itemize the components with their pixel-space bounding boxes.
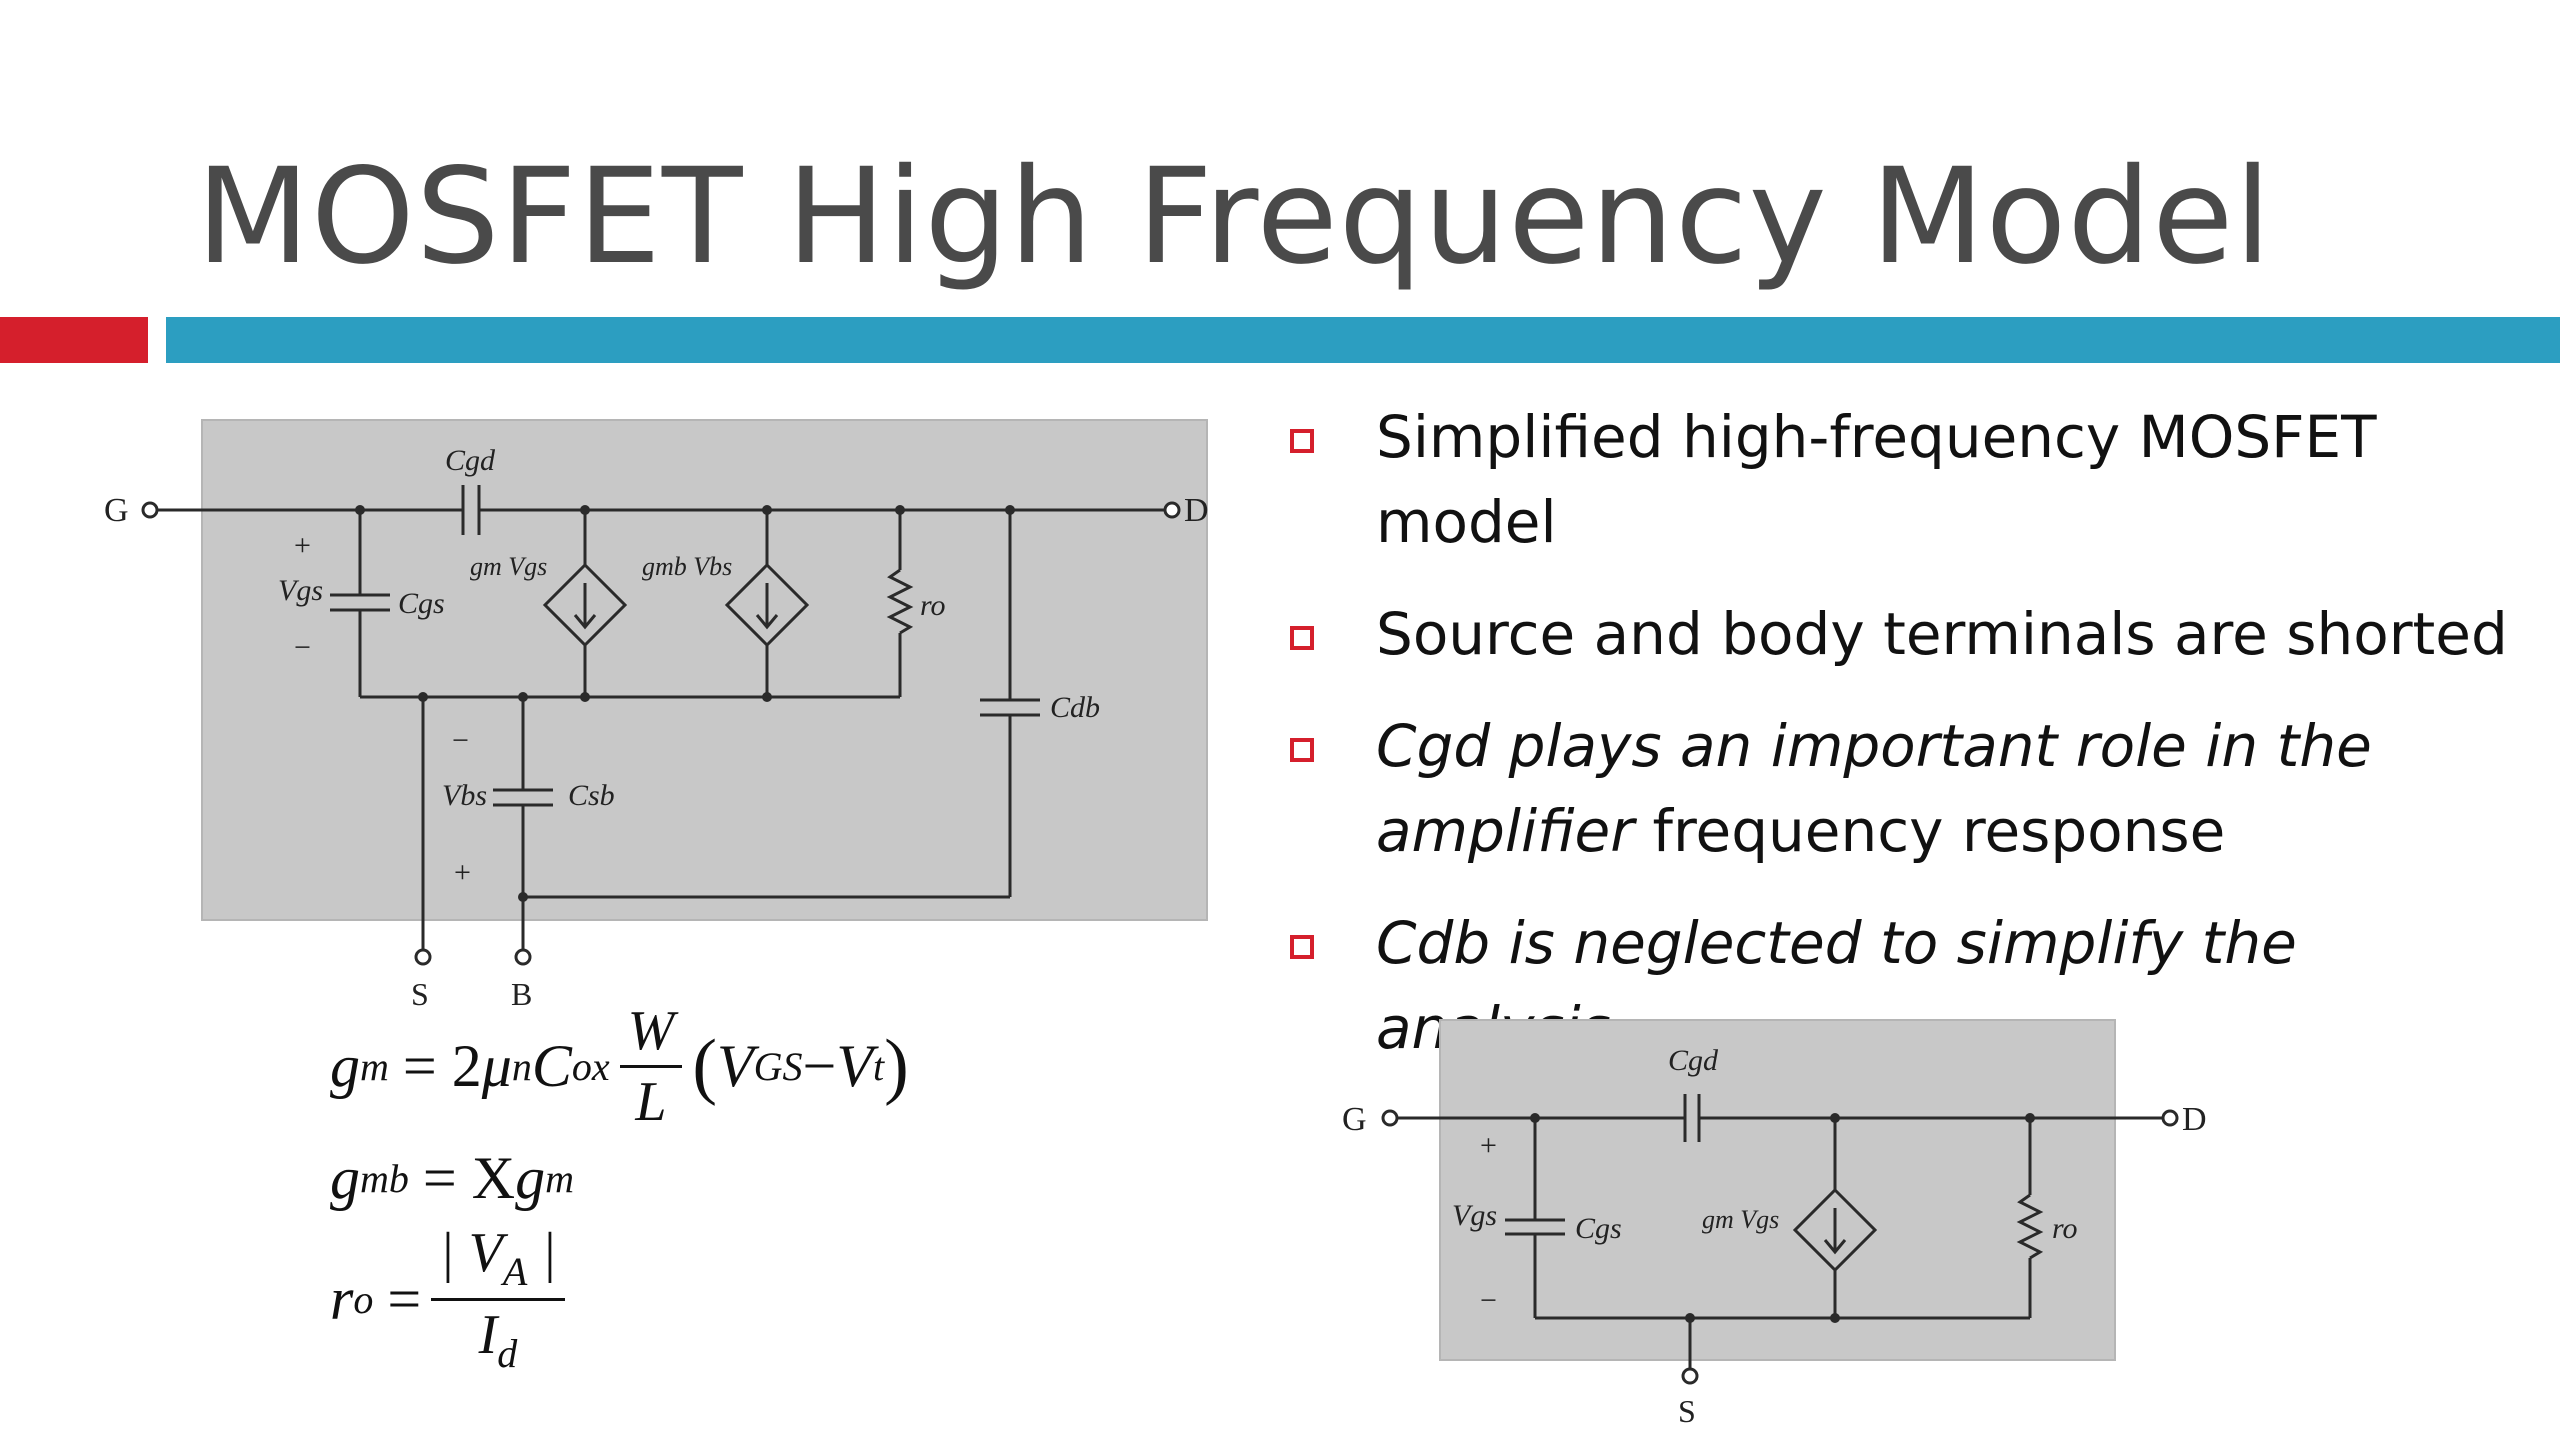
gmb-gm-symbol: g [515, 1144, 546, 1211]
va-abs-end: | [527, 1221, 557, 1284]
label-csb: Csb [568, 779, 615, 812]
simple-circuit-background [1439, 1019, 2116, 1361]
label-terminal-g: G [104, 492, 129, 529]
simple-label-cgd: Cgd [1668, 1044, 1719, 1077]
gmb-symbol: g [330, 1144, 360, 1211]
bullet-item: Source and body terminals are shorted [1280, 592, 2530, 677]
gm-symbol: g [330, 1032, 360, 1099]
simple-label-cgs: Cgs [1575, 1212, 1622, 1245]
terminal-g-pin [141, 501, 159, 519]
bullet-text: Source and body terminals are shorted [1376, 600, 2508, 668]
label-terminal-d: D [1184, 492, 1209, 529]
simple-terminal-d-pin [2161, 1109, 2179, 1127]
simple-label-vgs-minus: − [1480, 1284, 1497, 1317]
full-hf-circuit-diagram: G D S B Cgd Cgs Vgs + − gm Vgs gmb Vbs r… [104, 419, 1209, 1012]
simplified-hf-circuit: G D S Cgd Cgs Vgs + − gm Vgs ro [1330, 1010, 2230, 1430]
full-hf-circuit: G D S B Cgd Cgs Vgs + − gm Vgs gmb Vbs r… [90, 405, 1240, 1015]
simple-terminal-g-pin [1381, 1109, 1399, 1127]
cox-symbol: C [531, 1032, 572, 1099]
label-vbs-minus: − [452, 724, 469, 757]
label-terminal-s: S [411, 976, 429, 1012]
simple-label-vgs: Vgs [1452, 1199, 1497, 1232]
gmb-gm-subscript: m [545, 1155, 574, 1201]
bullet-text-italic: Cgd plays an important role in the ampli… [1376, 712, 2372, 865]
l-denominator: L [635, 1070, 667, 1133]
title-accent-red-bar [0, 317, 148, 363]
square-bullet-icon [1290, 738, 1314, 762]
va-numerator: | V [439, 1221, 503, 1284]
bullet-text: Simplified high-frequency MOSFET model [1376, 403, 2377, 556]
simple-label-terminal-s: S [1678, 1393, 1696, 1429]
circuit-background [201, 419, 1208, 921]
square-bullet-icon [1290, 935, 1314, 959]
vgs-subscript: GS [753, 1043, 803, 1089]
ro-symbol: r [330, 1265, 354, 1332]
label-cdb: Cdb [1050, 691, 1100, 724]
label-cgs: Cgs [398, 587, 445, 620]
label-vgs-minus: − [294, 631, 311, 664]
title-accent-blue-bar [166, 317, 2560, 363]
bullet-item: Cgd plays an important role in the ampli… [1280, 704, 2530, 874]
terminal-s-pin [414, 948, 432, 966]
cox-subscript: ox [571, 1043, 610, 1089]
mu-symbol: μ [481, 1032, 512, 1099]
ro-equals: = [387, 1265, 422, 1332]
w-numerator: W [619, 1003, 683, 1068]
square-bullet-icon [1290, 429, 1314, 453]
va-over-id: | VA | Id [431, 1221, 565, 1376]
simple-label-gm-vgs: gm Vgs [1702, 1205, 1779, 1234]
terminal-d-pin [1163, 501, 1181, 519]
terminal-b-pin [514, 948, 532, 966]
label-vgs: Vgs [278, 574, 323, 607]
id-denominator: I [478, 1303, 498, 1366]
bullet-text: frequency response [1634, 797, 2226, 865]
label-cgd: Cgd [445, 444, 496, 477]
mu-subscript: n [511, 1043, 532, 1089]
bullet-list: Simplified high-frequency MOSFET model S… [1280, 395, 2530, 1098]
id-subscript: d [497, 1330, 518, 1376]
simple-label-terminal-g: G [1342, 1101, 1367, 1138]
label-vbs-plus: + [454, 856, 471, 889]
simple-label-vgs-plus: + [1480, 1129, 1497, 1162]
label-vbs: Vbs [442, 779, 487, 812]
square-bullet-icon [1290, 626, 1314, 650]
gmb-subscript: mb [360, 1155, 409, 1201]
gm-minus: − [802, 1032, 837, 1099]
label-terminal-b: B [511, 976, 532, 1012]
vt-subscript: t [873, 1043, 885, 1089]
label-ro: ro [920, 589, 946, 622]
label-vgs-plus: + [294, 529, 311, 562]
gmb-equals: = X [422, 1144, 516, 1211]
label-gm-vgs: gm Vgs [470, 552, 547, 581]
label-gmb-vbs: gmb Vbs [642, 552, 732, 581]
vt-symbol: V [836, 1032, 874, 1099]
vgs-symbol: V [716, 1032, 754, 1099]
ro-subscript: o [353, 1276, 374, 1322]
simple-label-terminal-d: D [2182, 1101, 2207, 1138]
simple-terminal-s-pin [1681, 1367, 1699, 1385]
gm-subscript: m [360, 1043, 389, 1089]
simple-label-ro: ro [2052, 1212, 2078, 1245]
gm-equals: = 2 [402, 1032, 482, 1099]
va-subscript: A [502, 1248, 528, 1294]
slide-title: MOSFET High Frequency Model [196, 140, 2273, 294]
simplified-hf-circuit-diagram: G D S Cgd Cgs Vgs + − gm Vgs ro [1342, 1019, 2207, 1429]
bullet-item: Simplified high-frequency MOSFET model [1280, 395, 2530, 565]
